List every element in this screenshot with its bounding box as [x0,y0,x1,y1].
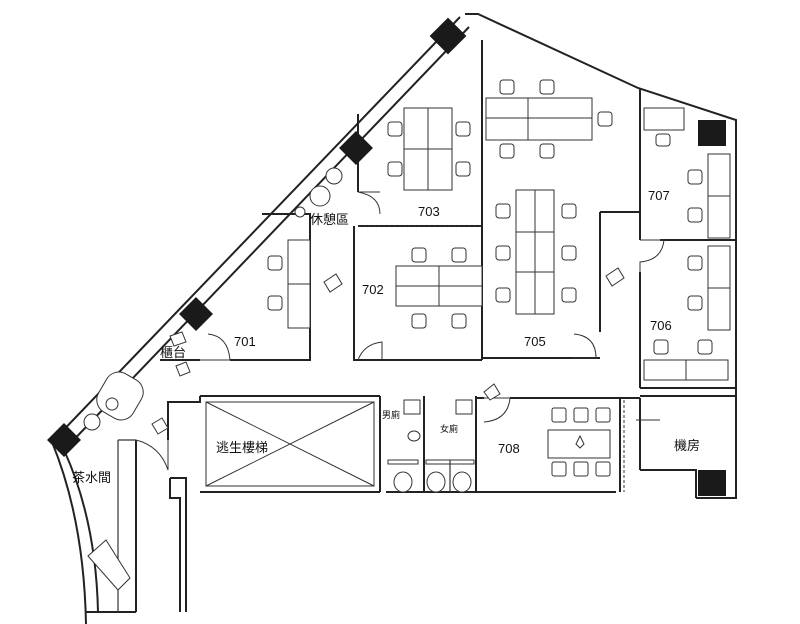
reception-pantry-furniture [83,331,191,591]
lounge-label: 休憩區 [310,212,349,227]
column-machine-room [698,470,726,496]
mens-restroom-label: 男廁 [382,409,400,420]
room-706-label: 706 [650,318,672,333]
counter-label: 櫃台 [160,345,186,360]
pantry-label: 茶水間 [72,470,111,485]
stairwell [205,401,375,487]
room-701-furniture [267,239,311,329]
restroom-fixtures [387,399,475,493]
room-702-label: 702 [362,282,384,297]
room-labels: 703 702 701 705 707 706 708 休憩區 櫃台 茶水間 逃… [72,188,700,485]
room-707-label: 707 [648,188,670,203]
dashed-separators [358,225,625,492]
room-705-label: 705 [524,334,546,349]
room-705-furniture [485,79,625,315]
room-707-706-furniture [643,107,731,381]
structural-columns [47,17,726,496]
lounge-furniture [294,167,343,218]
stairwell-label: 逃生樓梯 [216,440,268,455]
room-702-furniture [323,247,483,329]
column-707 [698,120,726,146]
column-pantry [47,423,81,457]
room-708-label: 708 [498,441,520,456]
interior-walls [160,40,736,498]
doors [135,191,665,471]
room-701-label: 701 [234,334,256,349]
womens-restroom-label: 女廁 [440,423,458,434]
room-703-furniture [387,107,471,191]
machine-room-label: 機房 [674,438,700,453]
column-top [429,17,467,55]
room-703-label: 703 [418,204,440,219]
room-708-furniture [483,383,611,477]
column-703 [339,131,373,165]
outer-walls [51,13,737,624]
